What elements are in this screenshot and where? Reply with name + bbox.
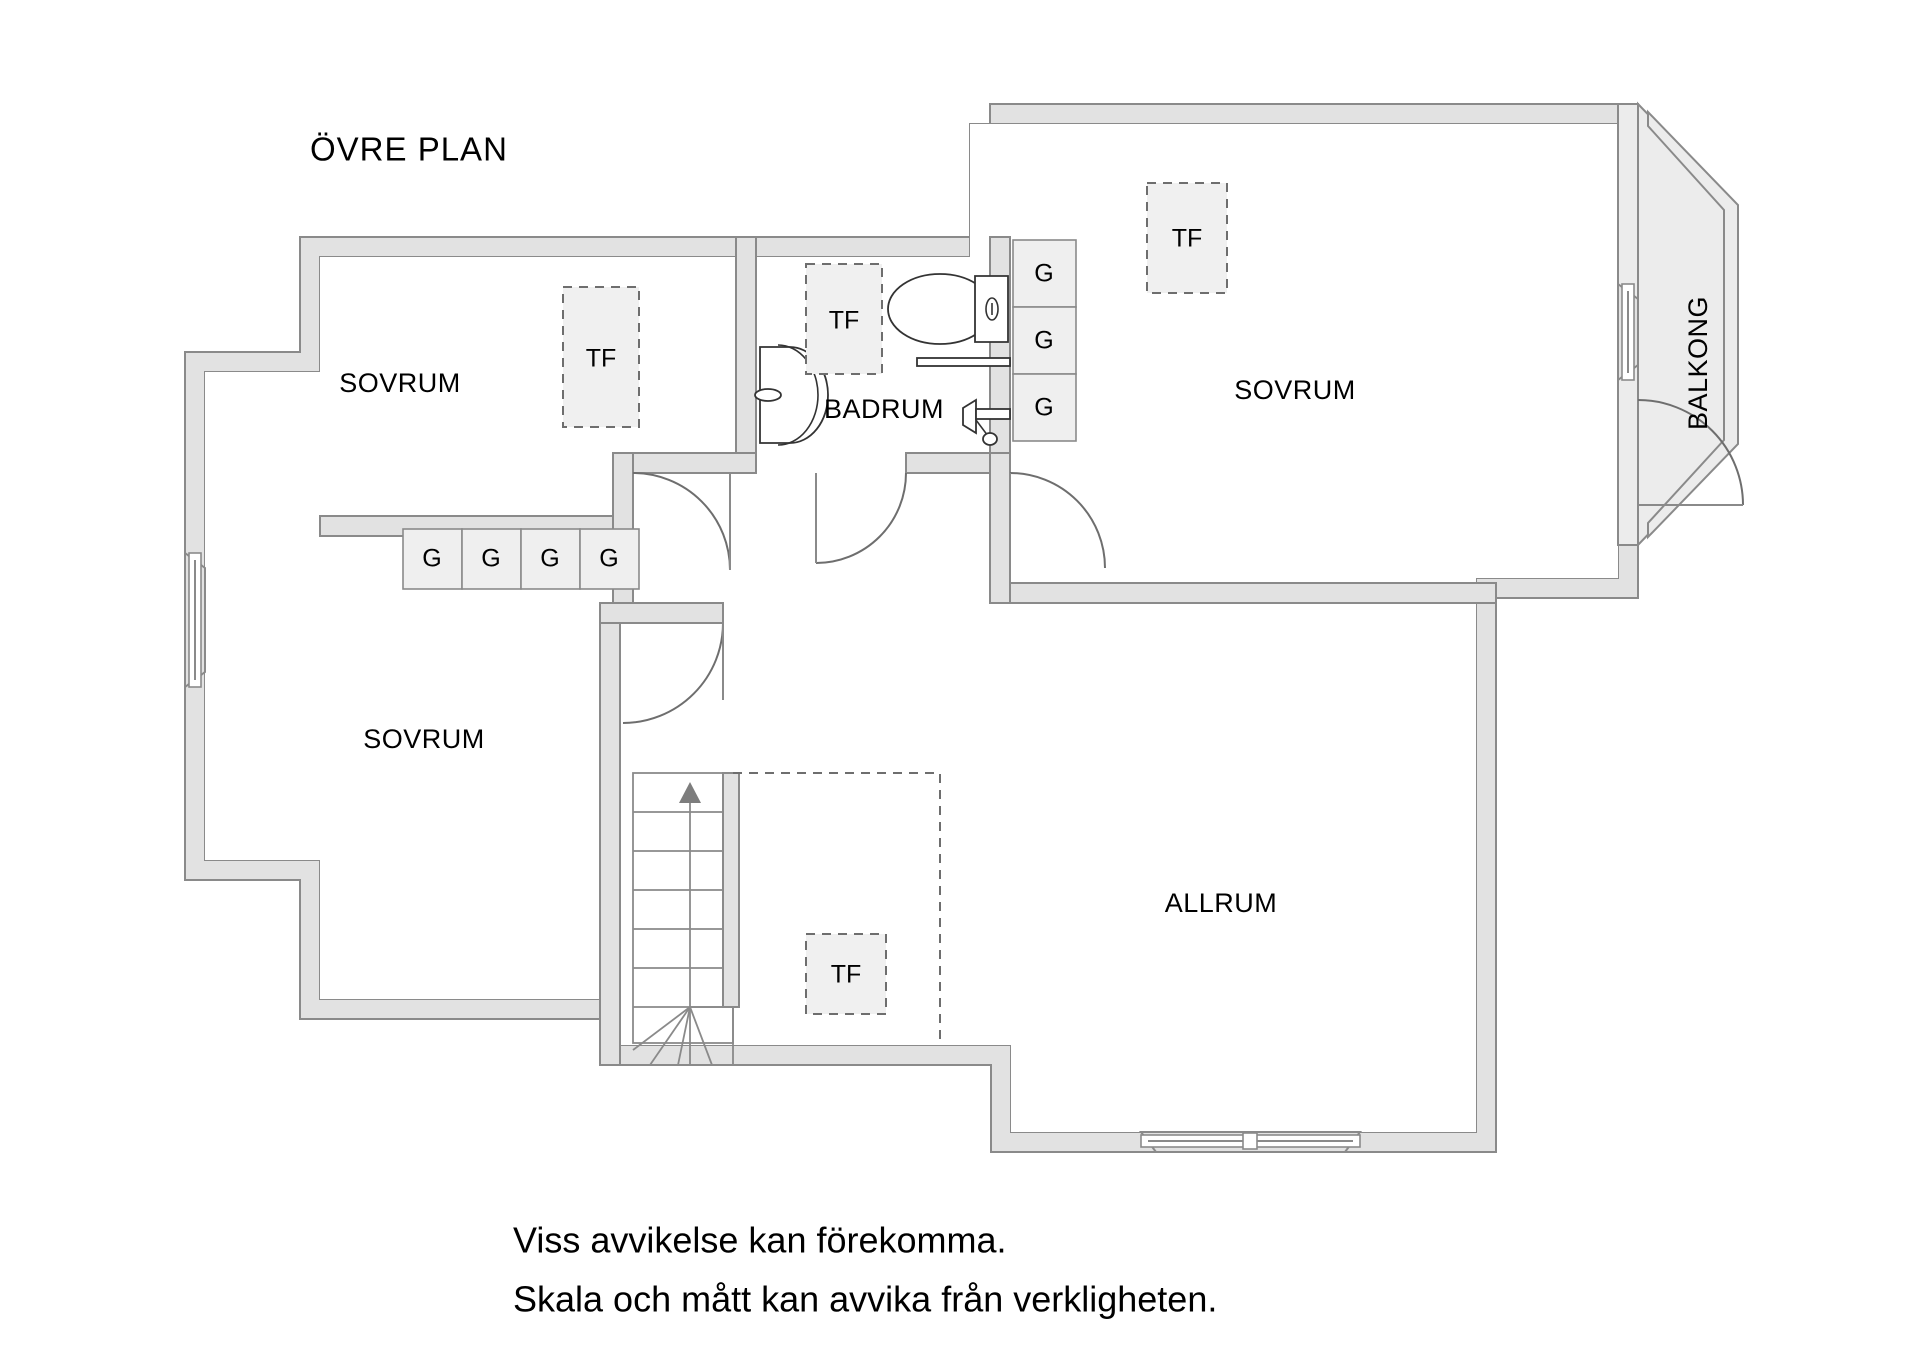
tf-label: TF bbox=[1172, 225, 1203, 253]
tf-zone-badrum: TF bbox=[805, 263, 883, 375]
closet-label: G bbox=[1034, 260, 1053, 288]
tf-zone-group: TF TF TF TF bbox=[562, 182, 1228, 1015]
toilet-fixture bbox=[887, 273, 1009, 345]
partition-wall-allrum-north bbox=[1009, 582, 1497, 604]
shower-mixer-fixture bbox=[962, 398, 1011, 446]
closet-box: G bbox=[579, 528, 640, 590]
interior-floor bbox=[205, 124, 1618, 1132]
closet-label: G bbox=[1034, 327, 1053, 355]
balcony-outer-rail bbox=[1647, 109, 1739, 540]
partition-wall-badrum-east bbox=[989, 236, 1011, 454]
tf-zone-sovrum-right: TF bbox=[1146, 182, 1228, 294]
tf-label: TF bbox=[831, 961, 862, 989]
door-sovrum-top-left bbox=[632, 472, 731, 571]
partition-wall-sovrum-right-south-stub bbox=[989, 452, 1011, 604]
room-label-sovrum-top-left: SOVRUM bbox=[339, 368, 461, 398]
room-label-sovrum-right: SOVRUM bbox=[1234, 375, 1356, 405]
closet-label: G bbox=[599, 545, 618, 573]
closet-box: G bbox=[461, 528, 522, 590]
partition-wall-stairwell-west bbox=[599, 602, 621, 1066]
closet-box: G bbox=[1012, 373, 1077, 442]
room-label-balkong: BALKONG bbox=[1683, 296, 1713, 430]
tf-label: TF bbox=[586, 345, 617, 373]
sloped-ceiling-boundary bbox=[733, 772, 941, 1045]
page-title: ÖVRE PLAN bbox=[310, 131, 508, 168]
window-east-sovrum bbox=[1617, 282, 1639, 382]
closet-box: G bbox=[1012, 306, 1077, 375]
closet-label: G bbox=[540, 545, 559, 573]
closet-box: G bbox=[402, 528, 463, 590]
footnote-line-2: Skala och mått kan avvika från verklighe… bbox=[513, 1279, 1217, 1320]
partition-wall-corridor-west bbox=[612, 452, 757, 474]
door-balkong bbox=[1637, 399, 1744, 506]
closet-label: G bbox=[422, 545, 441, 573]
tf-zone-sovrum-top-left: TF bbox=[562, 286, 640, 428]
closet-box: G bbox=[520, 528, 581, 590]
window-south-allrum bbox=[1139, 1131, 1362, 1153]
closet-box: G bbox=[1012, 239, 1077, 308]
partition-wall-stairwell-top bbox=[599, 602, 724, 624]
partition-wall-badrum-west bbox=[735, 236, 757, 454]
footnote-line-1: Viss avvikelse kan förekomma. bbox=[513, 1220, 1007, 1261]
window-west-sovrum bbox=[184, 551, 206, 689]
closet-group-badrum: G G G bbox=[1012, 239, 1077, 442]
tf-label: TF bbox=[829, 307, 860, 335]
room-label-sovrum-bottom-left: SOVRUM bbox=[363, 724, 485, 754]
door-sovrum-bottom-left bbox=[622, 622, 724, 724]
door-sovrum-right bbox=[1009, 472, 1106, 569]
staircase bbox=[632, 772, 740, 1066]
tf-zone-allrum: TF bbox=[805, 933, 887, 1015]
closet-group-sovrum-top-left: G G G G bbox=[402, 528, 640, 590]
room-label-allrum: ALLRUM bbox=[1165, 888, 1278, 918]
room-label-badrum: BADRUM bbox=[824, 394, 944, 424]
door-badrum bbox=[815, 472, 907, 564]
towel-rail-fixture bbox=[916, 357, 1011, 367]
closet-label: G bbox=[481, 545, 500, 573]
closet-label: G bbox=[1034, 394, 1053, 422]
